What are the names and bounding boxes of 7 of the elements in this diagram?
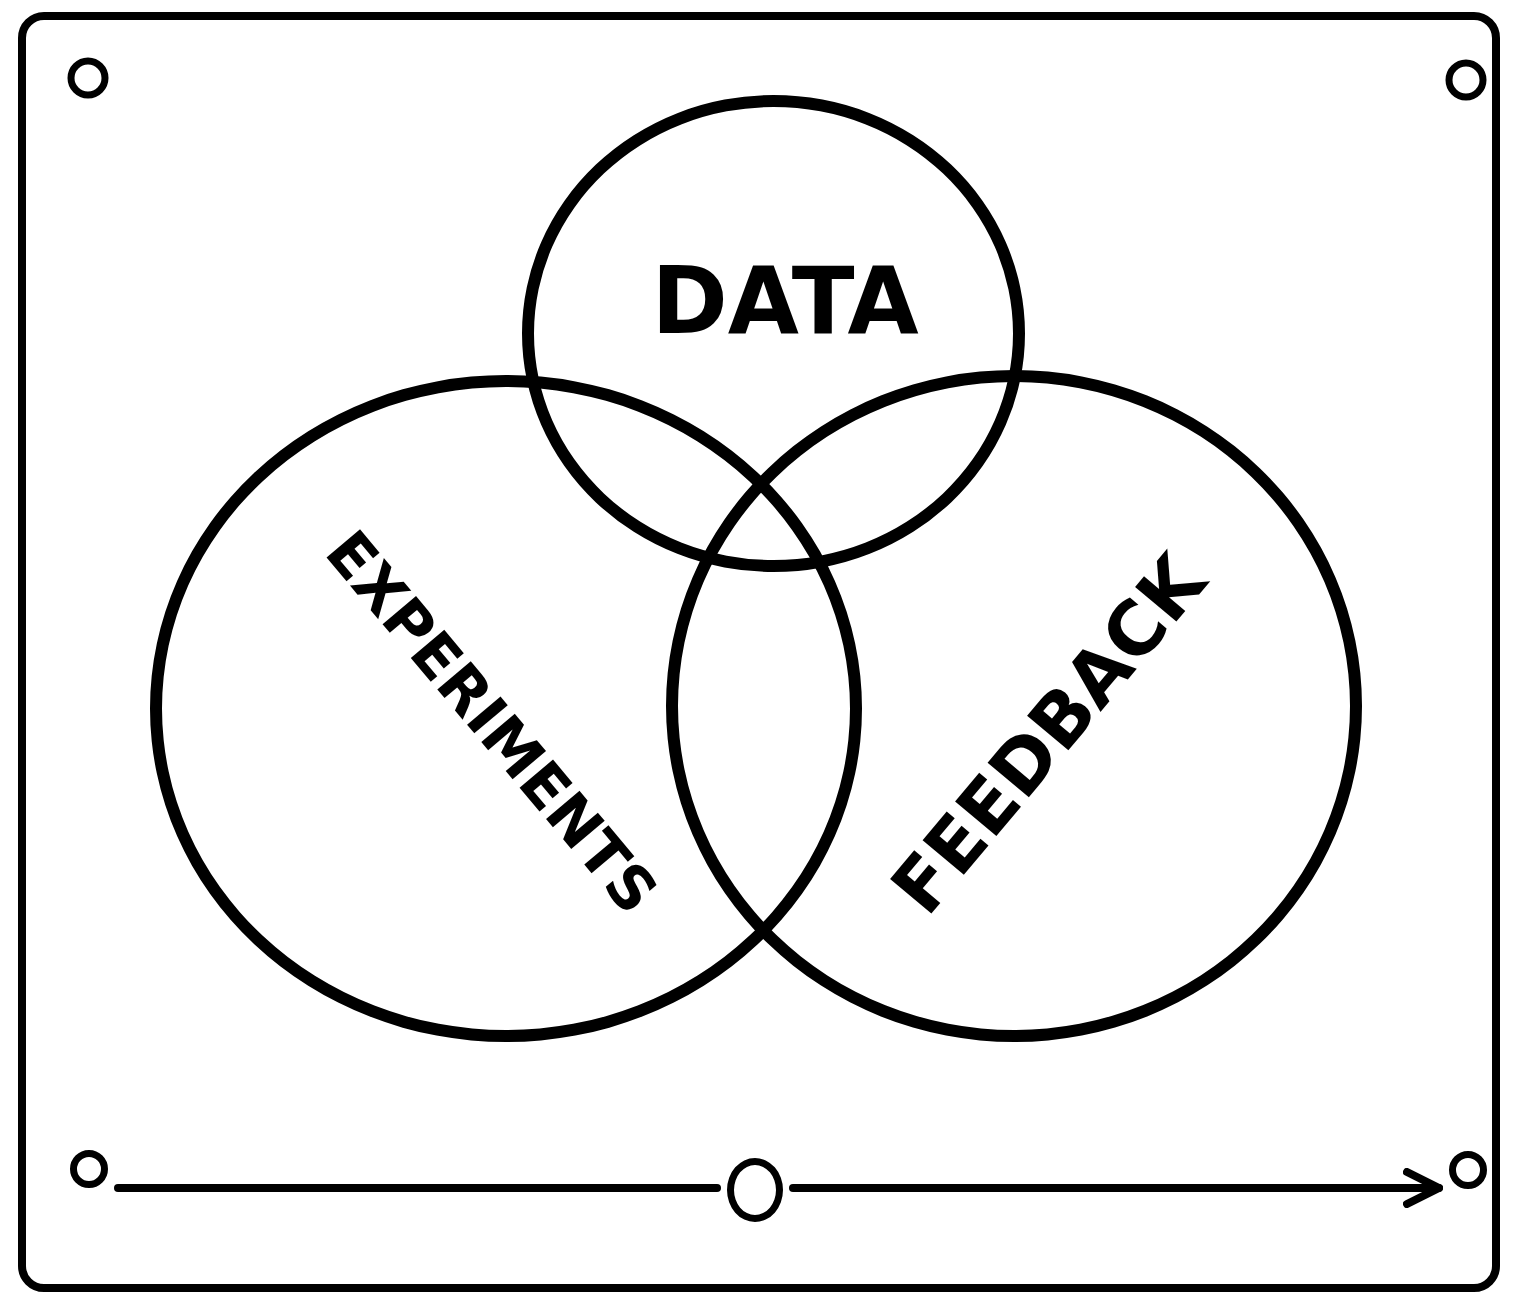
connector-line	[114, 1184, 721, 1192]
venn-circle	[150, 375, 862, 1042]
venn-circle	[666, 370, 1362, 1042]
small-circle	[1449, 1151, 1487, 1189]
small-circle	[727, 1158, 783, 1222]
small-circle	[70, 1150, 108, 1188]
circle-label: DATA	[651, 256, 919, 348]
